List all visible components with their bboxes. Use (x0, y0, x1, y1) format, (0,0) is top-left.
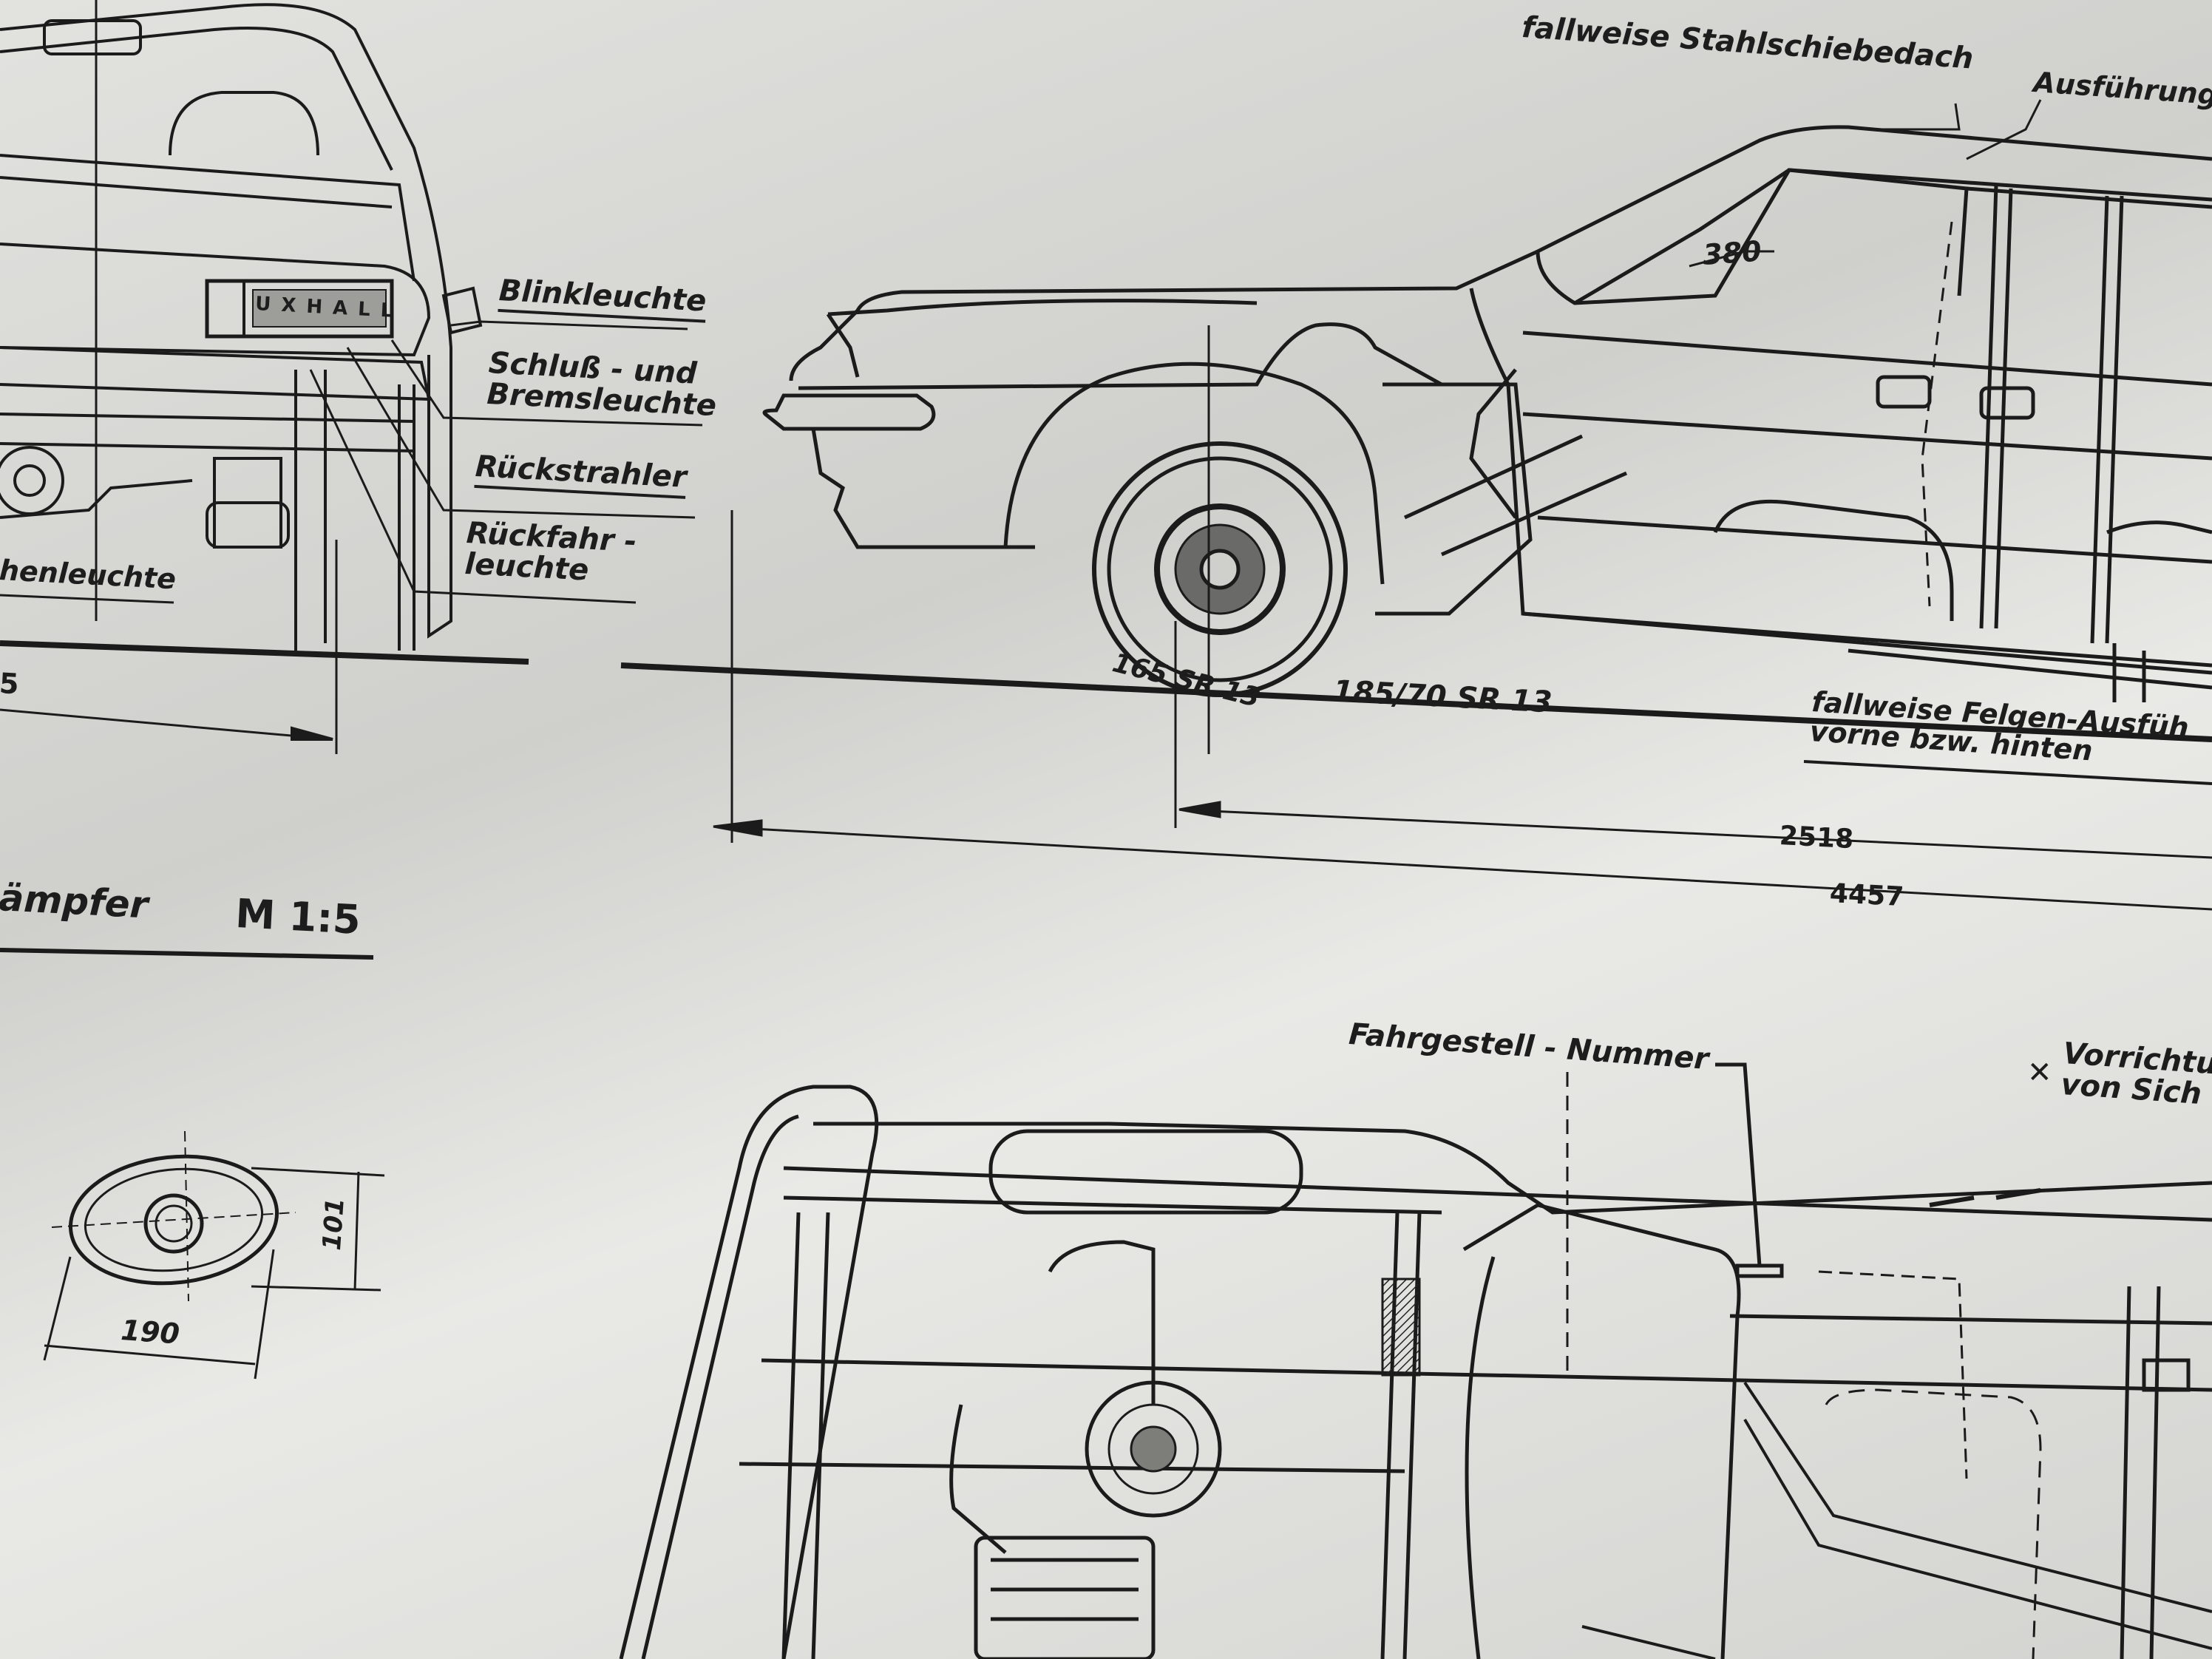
cross-marker-icon: ✕ (2027, 1056, 2052, 1090)
muffler-title: ämpfer (0, 876, 149, 927)
callout-rueckfahrleuchte: Rückfahr - leuchte (464, 516, 638, 588)
rear-callout-leaders (0, 320, 703, 604)
dimension-overall-length: 4457 (1828, 878, 1905, 913)
dimension-wheelbase: 2518 (1778, 821, 1855, 855)
muffler-detail-drawing (0, 948, 385, 1380)
drawing-scale: M 1:5 (234, 890, 362, 943)
muffler-height-dimension: 101 (317, 1196, 350, 1252)
rear-view-drawing (0, 0, 529, 754)
rear-dimension-partial: 5 (0, 667, 20, 701)
callout-schluss-bremsleuchte: Schluß - und Bremsleuchte (486, 346, 718, 424)
top-view-drawing (619, 1062, 2212, 1659)
callout-vorrichtung: Vorrichtu von Sich (2060, 1037, 2212, 1112)
side-dimensions (713, 99, 2212, 911)
dimension-380: 380 (1701, 234, 1763, 271)
muffler-width-dimension: 190 (120, 1314, 181, 1351)
side-view-drawing (620, 125, 2212, 785)
